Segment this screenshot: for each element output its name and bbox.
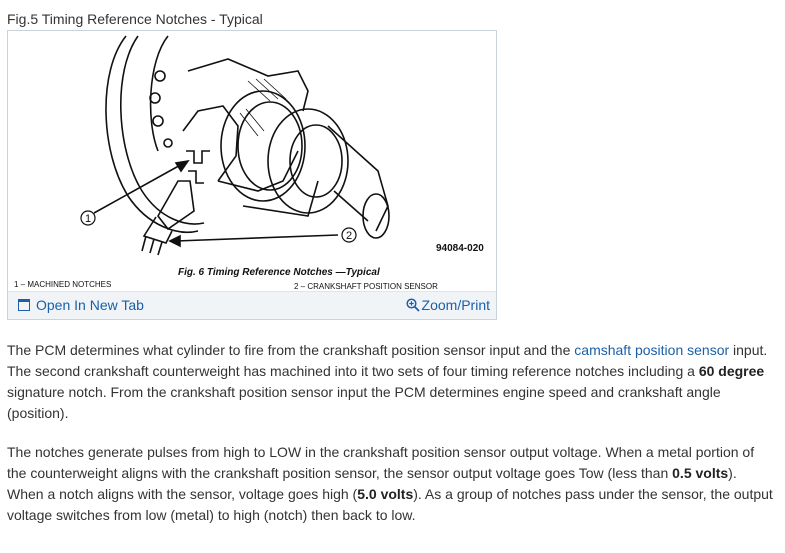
paragraph2-text-3: ). As a group of notches pass under the … (7, 486, 773, 523)
paragraph1-text-3: signature notch. From the crankshaft pos… (7, 384, 721, 421)
magnifier-plus-icon (405, 298, 420, 312)
paragraph2-text-2: ). When a notch aligns with the sensor, … (7, 465, 737, 502)
figure-code: 94084-020 (436, 243, 484, 254)
timing-notches-diagram: 1 2 94084-020 Fig. 6 Timing Reference No… (14, 35, 484, 291)
open-in-new-tab-label: Open In New Tab (36, 297, 144, 313)
figure-container: 1 2 94084-020 Fig. 6 Timing Reference No… (7, 30, 497, 320)
figure-footer: Open In New Tab Zoom/Print (8, 291, 496, 319)
figure-caption: Fig.5 Timing Reference Notches - Typical (7, 11, 263, 27)
paragraph1-bold-60-degree: 60 degree (698, 363, 765, 379)
camshaft-position-sensor-link[interactable]: camshaft position sensor (574, 342, 730, 358)
legend-item-1: 1 – MACHINED NOTCHES (14, 280, 111, 289)
new-tab-icon (18, 299, 30, 311)
paragraph2-bold-high-voltage: 5.0 volts (357, 486, 414, 502)
callout-2-label: 2 (346, 230, 352, 242)
callout-1-label: 1 (85, 213, 91, 225)
paragraph1-text-2: input. The second crankshaft counterweig… (7, 342, 768, 379)
legend-item-2: 2 – CRANKSHAFT POSITION SENSOR (294, 282, 438, 291)
paragraph2-text-1: The notches generate pulses from high to… (7, 444, 755, 481)
paragraph2-bold-low-voltage: 0.5 volts (672, 465, 729, 481)
paragraph-pcm-cylinder: The PCM determines what cylinder to fire… (7, 340, 777, 424)
paragraph1-text-1: The PCM determines what cylinder to fire… (7, 342, 575, 358)
inner-figure-caption: Fig. 6 Timing Reference Notches —Typical (178, 267, 380, 278)
zoom-print-button[interactable]: Zoom/Print (405, 297, 490, 313)
zoom-print-label: Zoom/Print (421, 297, 490, 313)
open-in-new-tab-button[interactable]: Open In New Tab (18, 297, 144, 313)
paragraph-notch-pulses: The notches generate pulses from high to… (7, 442, 777, 526)
